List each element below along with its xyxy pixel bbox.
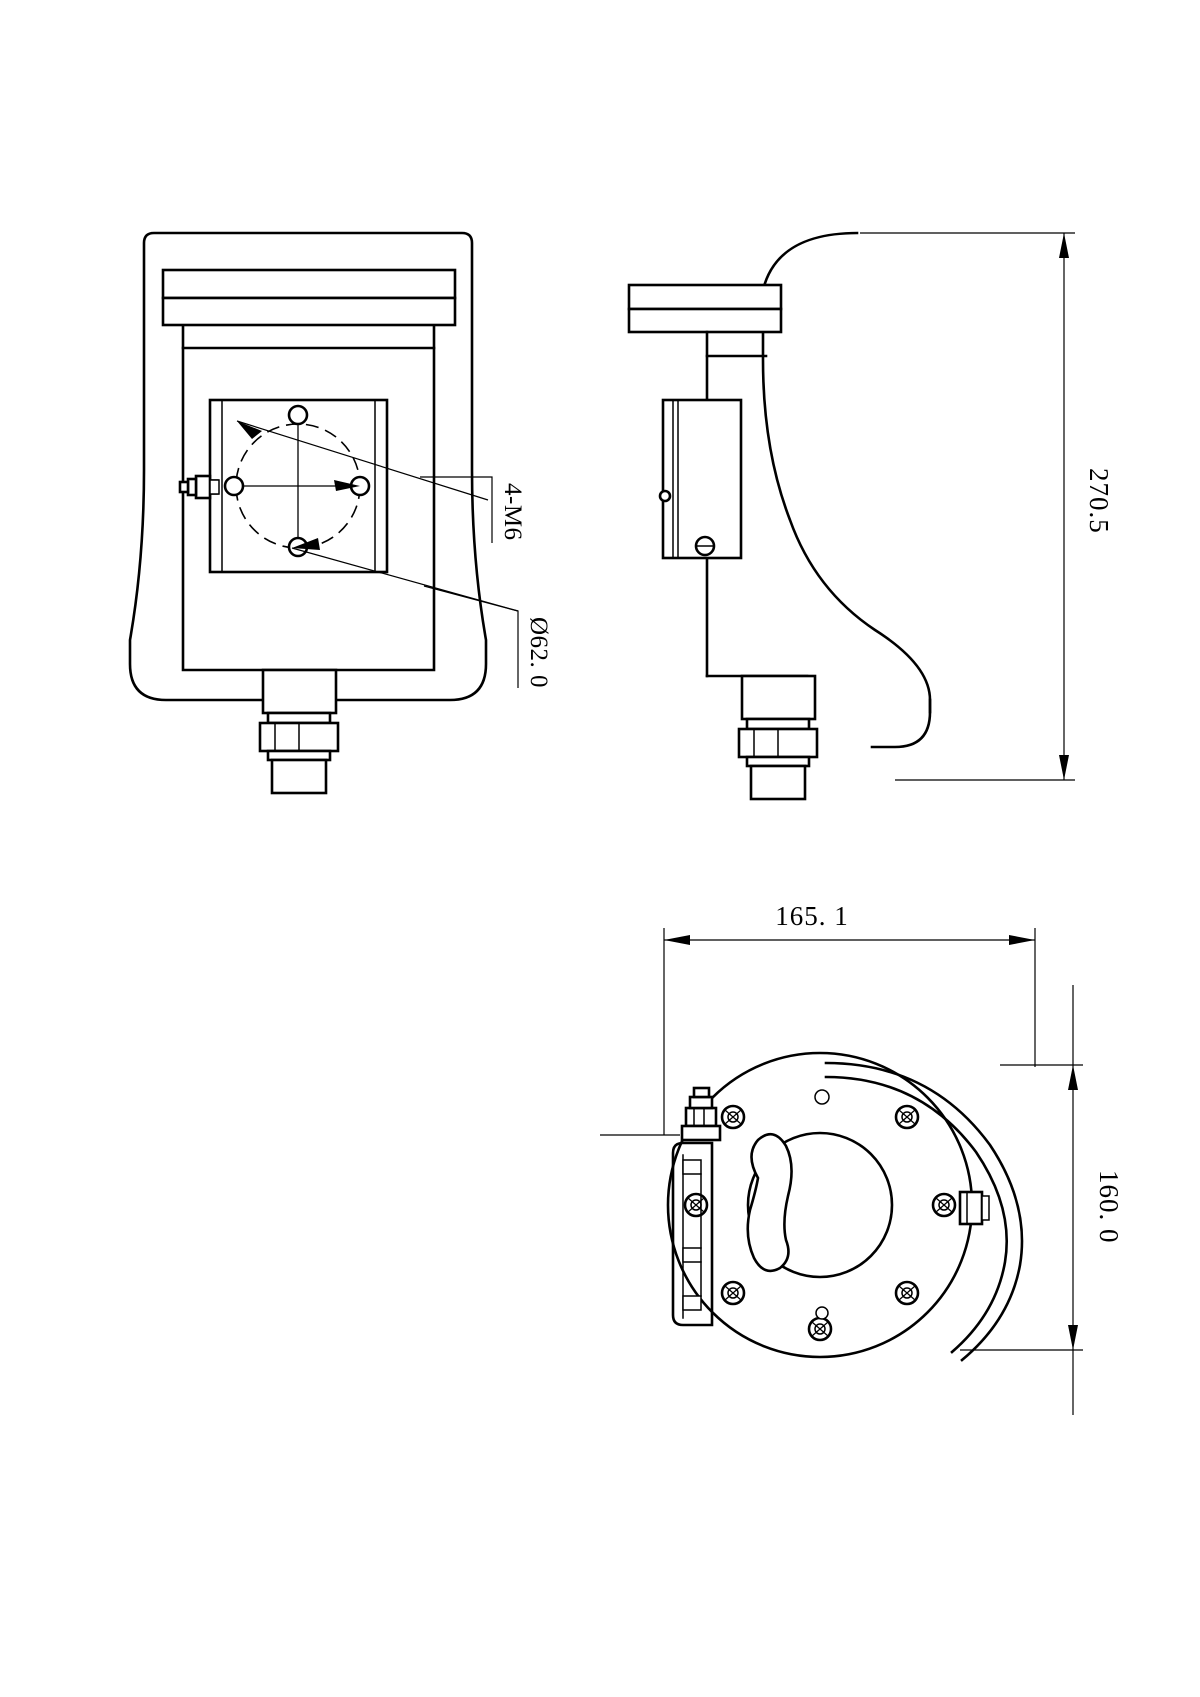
thread-callout-label: 4-M6 [499, 483, 526, 541]
bottom-mounting-bracket [671, 1141, 714, 1327]
bottom-vent-hole-top [814, 1089, 830, 1105]
arrowhead-thread-b [334, 480, 360, 491]
side-view [627, 231, 932, 801]
bottom-shroud-inner-arc [824, 1075, 1009, 1354]
front-ground-stud [178, 474, 220, 500]
arrowhead-bolt-circle [292, 538, 320, 550]
side-top-flange-upper [627, 283, 783, 311]
bolt-circle-callout-label: Ø62. 0 [525, 617, 552, 688]
bottom-view [666, 1051, 1024, 1362]
front-bolt-hole-left [223, 475, 245, 497]
side-top-flange-lower [627, 307, 783, 334]
flange-bolt-4 [807, 1316, 833, 1342]
bottom-shroud-outer-arc [824, 1061, 1024, 1362]
callout-landing-bolt-circle [423, 585, 519, 688]
flange-bolt-1 [894, 1104, 920, 1130]
front-view: 4-M6 Ø62. 0 [128, 231, 552, 795]
bottom-flange-inner-circle [746, 1131, 894, 1279]
flange-bolt-3 [894, 1280, 920, 1306]
dimension-height-270-5: 270.5 [860, 232, 1114, 781]
side-cable-gland [737, 674, 819, 801]
flange-bolt-7 [720, 1104, 746, 1130]
callout-landing-thread [420, 476, 493, 543]
flange-bolt-5 [720, 1280, 746, 1306]
dimension-depth-label: 160. 0 [1094, 1170, 1124, 1244]
front-cable-gland [258, 668, 340, 795]
side-bracket-side-hole [658, 489, 672, 503]
bottom-bracket-outline [671, 1141, 714, 1327]
arrowhead-height-bottom [1059, 755, 1069, 780]
side-mounting-bracket [658, 398, 743, 560]
side-body-profile [761, 231, 932, 749]
dimension-depth-160-0: 160. 0 [960, 985, 1124, 1415]
flange-bolt-2 [931, 1192, 957, 1218]
dimension-height-label: 270.5 [1084, 468, 1114, 534]
dimension-width-label: 165. 1 [775, 901, 849, 931]
leader-line-thread-callout [236, 420, 489, 501]
arrowhead-thread-a [237, 421, 262, 439]
front-outer-housing-outline [128, 231, 488, 702]
front-bolt-hole-top [287, 404, 309, 426]
bottom-vent-hole-bottom [815, 1306, 829, 1320]
bottom-side-connector [958, 1190, 990, 1226]
flange-bolt-6 [683, 1192, 709, 1218]
arrowhead-width-right [1009, 935, 1035, 945]
bottom-ground-stud [680, 1086, 722, 1142]
arrowhead-height-top [1059, 233, 1069, 258]
bottom-flange-bolts [683, 1104, 957, 1342]
front-top-flange-lower [161, 296, 457, 327]
arrowhead-depth-bottom [1068, 1325, 1078, 1350]
bottom-kidney-slot [746, 1132, 793, 1273]
dimension-width-165-1: 165. 1 [600, 901, 1036, 1136]
arrowhead-width-left [664, 935, 690, 945]
front-top-flange [161, 268, 457, 300]
arrowhead-depth-top [1068, 1065, 1078, 1090]
